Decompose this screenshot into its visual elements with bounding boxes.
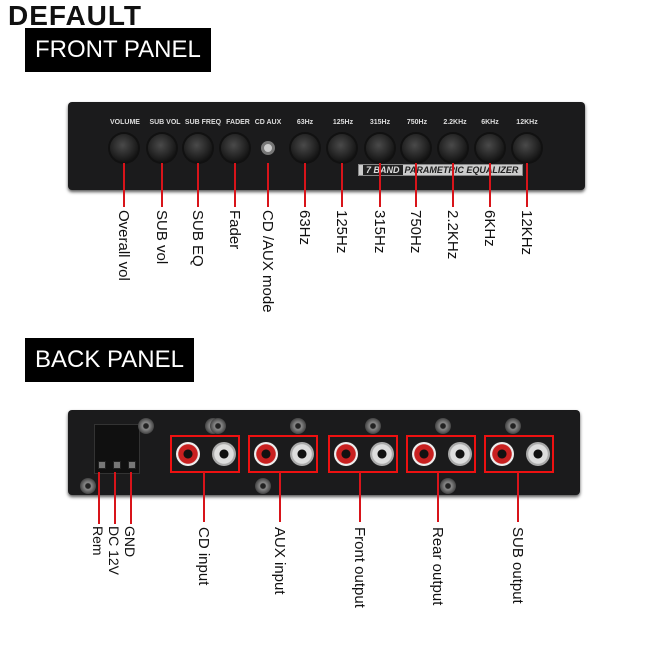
eq-badge-b: PARAMETRIC EQUALIZER: [404, 165, 519, 175]
callout-line: [341, 163, 343, 207]
rca-white-jack: [212, 442, 236, 466]
callout-line: [279, 472, 281, 522]
callout-line: [130, 472, 132, 524]
cd-aux-toggle: [261, 141, 275, 155]
callout-line: [452, 163, 454, 207]
knob-sub-vol: [148, 134, 176, 162]
rca-group-0: [170, 435, 240, 473]
rca-group-3: [406, 435, 476, 473]
panel-label: 12KHz: [516, 119, 538, 126]
callout-label: 6KHz: [481, 210, 498, 247]
callout-line: [123, 163, 125, 207]
callout-line: [304, 163, 306, 207]
callout-label: 12KHz: [518, 210, 535, 256]
callout-line: [359, 472, 361, 522]
callout-line: [234, 163, 236, 207]
callout-label: Overall vol: [115, 210, 132, 281]
power-callout-label: GND: [122, 526, 138, 558]
back-panel-image: [68, 410, 580, 495]
callout-label: 750Hz: [407, 210, 424, 254]
panel-label: 315Hz: [369, 119, 391, 126]
callout-line: [517, 472, 519, 522]
knob-6khz: [476, 134, 504, 162]
rca-red-jack: [490, 442, 514, 466]
callout-label: SUB vol: [153, 210, 170, 265]
power-callout-label: Rem: [90, 526, 106, 556]
screw-icon: [138, 418, 154, 434]
callout-label: 315Hz: [371, 210, 388, 254]
panel-label: 750Hz: [406, 119, 428, 126]
panel-label: 6KHz: [481, 119, 499, 126]
panel-label: VOLUME: [110, 119, 140, 126]
callout-label: Fader: [226, 210, 243, 250]
callout-label: 125Hz: [333, 210, 350, 254]
knob-sub-eq: [184, 134, 212, 162]
rca-red-jack: [334, 442, 358, 466]
rca-white-jack: [290, 442, 314, 466]
knob-overall-vol: [110, 134, 138, 162]
power-callout-label: DC 12V: [106, 526, 122, 576]
callout-label: AUX input: [271, 527, 288, 595]
rca-white-jack: [526, 442, 550, 466]
callout-label: 63Hz: [296, 210, 313, 246]
callout-line: [114, 472, 116, 524]
rca-red-jack: [412, 442, 436, 466]
screw-icon: [80, 478, 96, 494]
rca-white-jack: [370, 442, 394, 466]
callout-label: Rear output: [429, 527, 446, 606]
panel-label: 125Hz: [332, 119, 354, 126]
callout-label: Front output: [351, 527, 368, 608]
callout-label: 2.2KHz: [444, 210, 461, 260]
knob-750hz: [402, 134, 430, 162]
panel-label: 63Hz: [296, 119, 314, 126]
panel-label: SUB FREQ: [184, 119, 222, 126]
watermark: DEFAULT: [8, 2, 143, 28]
callout-line: [161, 163, 163, 207]
knob-125hz: [328, 134, 356, 162]
back-panel-title: BACK PANEL: [25, 338, 194, 382]
rca-red-jack: [176, 442, 200, 466]
rca-group-2: [328, 435, 398, 473]
knob-63hz: [291, 134, 319, 162]
callout-line: [197, 163, 199, 207]
panel-label: FADER: [226, 119, 250, 126]
screw-icon: [290, 418, 306, 434]
power-terminal-block: [94, 424, 140, 474]
knob-fader: [221, 134, 249, 162]
panel-label: SUB VOL: [149, 119, 181, 126]
callout-label: CD input: [195, 527, 212, 586]
callout-line: [437, 472, 439, 522]
panel-label: 2.2KHz: [443, 119, 467, 126]
eq-badge-a: 7 BAND: [363, 165, 403, 175]
callout-line: [379, 163, 381, 207]
screw-icon: [210, 418, 226, 434]
callout-line: [489, 163, 491, 207]
callout-label: CD /AUX mode: [259, 210, 276, 313]
screw-icon: [435, 418, 451, 434]
rca-group-1: [248, 435, 318, 473]
knob-2-2khz: [439, 134, 467, 162]
knob-12khz: [513, 134, 541, 162]
screw-icon: [365, 418, 381, 434]
callout-line: [203, 472, 205, 522]
callout-line: [98, 472, 100, 524]
panel-label: CD AUX: [254, 119, 282, 126]
knob-315hz: [366, 134, 394, 162]
callout-label: SUB EQ: [189, 210, 206, 267]
rca-group-4: [484, 435, 554, 473]
callout-label: SUB output: [509, 527, 526, 604]
callout-line: [415, 163, 417, 207]
screw-icon: [255, 478, 271, 494]
front-panel-title: FRONT PANEL: [25, 28, 211, 72]
rca-white-jack: [448, 442, 472, 466]
rca-red-jack: [254, 442, 278, 466]
callout-line: [526, 163, 528, 207]
callout-line: [267, 163, 269, 207]
screw-icon: [505, 418, 521, 434]
screw-icon: [440, 478, 456, 494]
